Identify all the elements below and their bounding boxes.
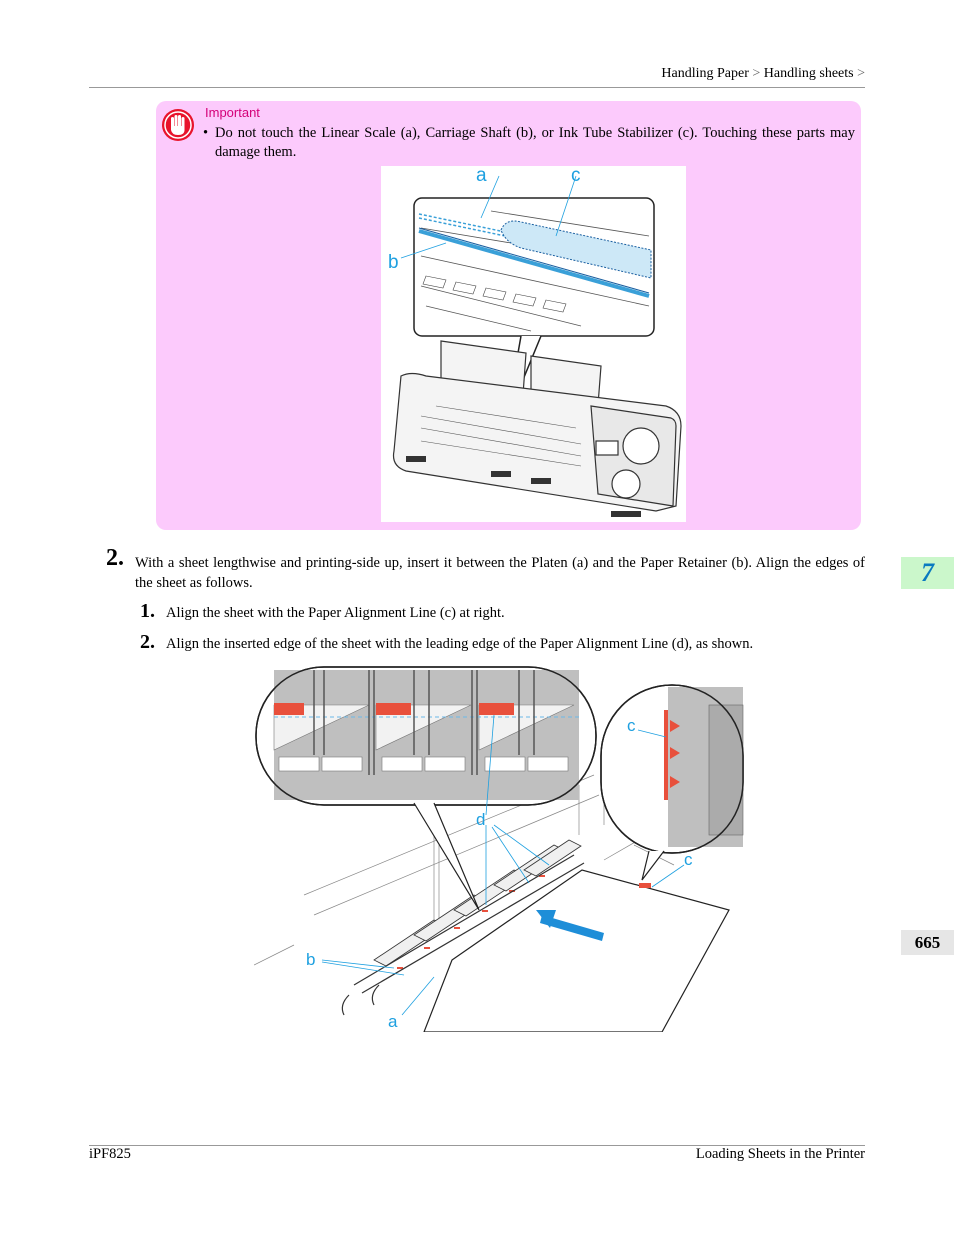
label-b: b <box>306 950 315 969</box>
breadcrumb-item[interactable]: Handling sheets <box>763 66 854 81</box>
breadcrumb-separator: > <box>752 66 761 81</box>
label-a: a <box>388 1012 398 1031</box>
label-c-top: c <box>627 716 636 735</box>
footer-model: iPF825 <box>89 1146 131 1162</box>
label-c: c <box>571 166 581 186</box>
footer-divider <box>89 1145 865 1146</box>
hand-stop-icon <box>162 109 194 141</box>
breadcrumb-separator: > <box>857 66 865 81</box>
important-text: • Do not touch the Linear Scale (a), Car… <box>203 124 855 162</box>
bullet: • <box>203 125 209 141</box>
substep-number: 1. <box>140 600 155 622</box>
important-bullet-text: Do not touch the Linear Scale (a), Carri… <box>215 125 855 160</box>
label-c-bottom: c <box>684 850 693 869</box>
paper-alignment-figure: c c d b a <box>254 665 746 1032</box>
important-title: Important <box>205 105 260 120</box>
substep-number: 2. <box>140 631 155 653</box>
label-b: b <box>388 252 399 273</box>
label-d: d <box>476 810 485 829</box>
printer-carriage-figure: a c b <box>381 166 686 522</box>
step-text: With a sheet lengthwise and printing-sid… <box>135 555 865 591</box>
page-number-tab: 665 <box>901 930 954 955</box>
label-a: a <box>476 166 487 186</box>
substep-text: Align the sheet with the Paper Alignment… <box>166 605 505 621</box>
header-divider <box>89 87 865 88</box>
breadcrumb: Handling Paper > Handling sheets > <box>661 66 865 82</box>
breadcrumb-item[interactable]: Handling Paper <box>661 66 749 81</box>
step-number: 2. <box>106 545 124 571</box>
footer-section-title: Loading Sheets in the Printer <box>695 1146 865 1162</box>
chapter-tab[interactable]: 7 <box>901 557 954 589</box>
substep-text: Align the inserted edge of the sheet wit… <box>166 636 754 652</box>
